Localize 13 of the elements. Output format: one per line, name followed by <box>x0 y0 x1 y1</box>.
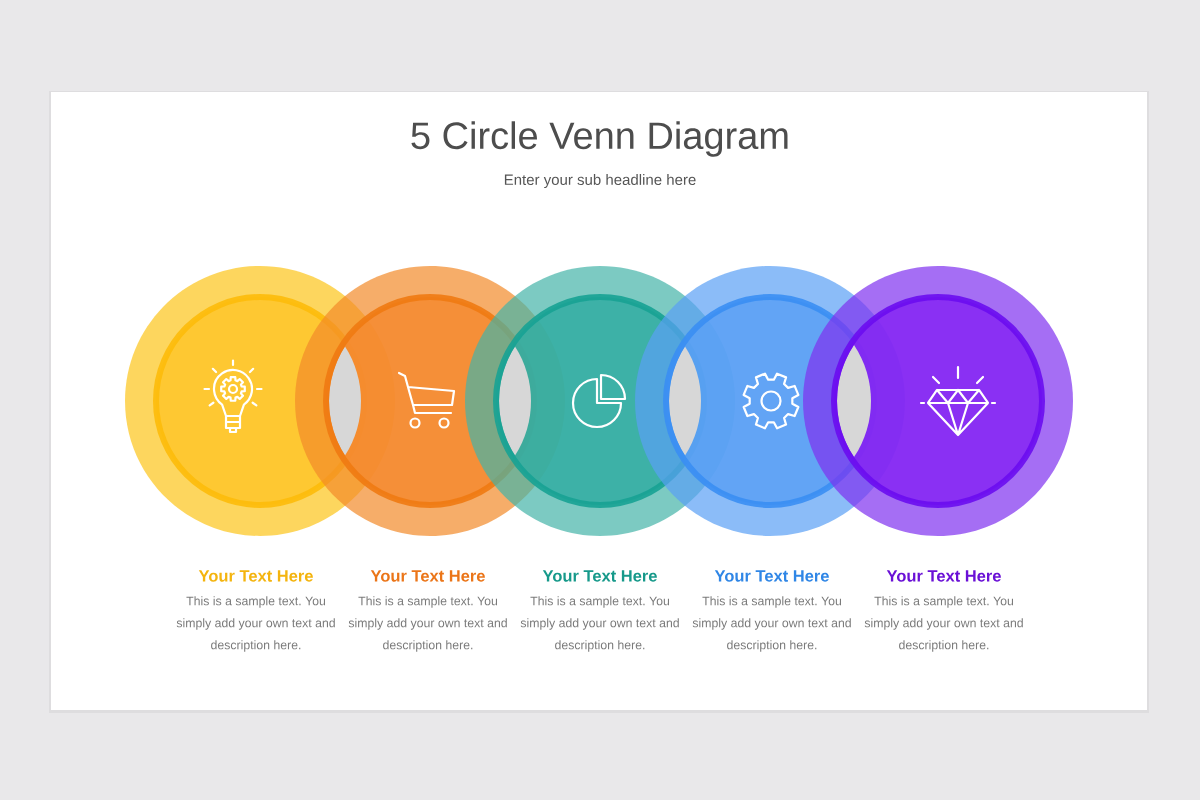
item-heading: Your Text Here <box>886 570 1001 582</box>
description-text: This is a sample text. You simply add your own text and description here. <box>864 596 1023 652</box>
item-heading: Your Text Here <box>542 570 657 582</box>
description-text: This is a sample text. You simply add your own text and description here. <box>348 596 507 652</box>
description-text: This is a sample text. You simply add your own text and description here. <box>176 596 335 652</box>
item-heading: Your Text Here <box>714 570 829 582</box>
description-text: This is a sample text. You simply add your own text and description here. <box>520 596 679 652</box>
subtitle: Enter your sub headline here <box>504 174 696 188</box>
description-text: This is a sample text. You simply add your own text and description here. <box>692 596 851 652</box>
item-heading: Your Text Here <box>198 570 313 582</box>
item-heading: Your Text Here <box>370 570 485 582</box>
venn-circle <box>803 266 1073 536</box>
title: 5 Circle Venn Diagram <box>411 121 788 157</box>
